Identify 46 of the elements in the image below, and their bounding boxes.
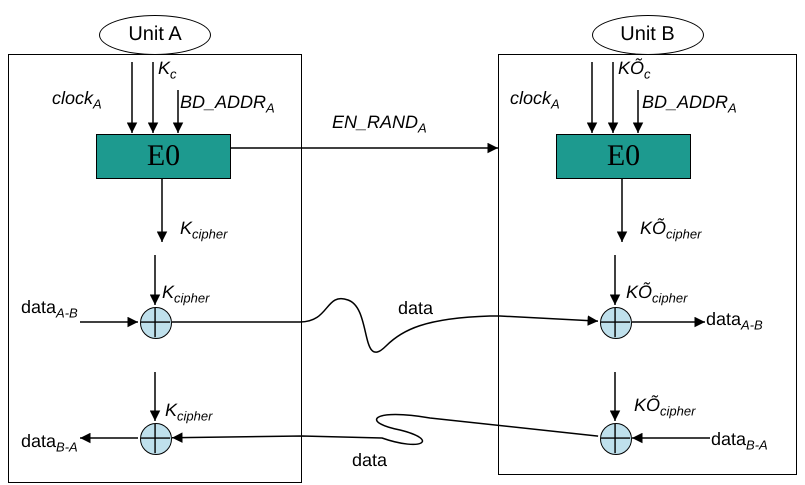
edge-label: K$_{cipher}$ (180, 218, 228, 242)
arrow (172, 298, 598, 353)
xor-symbol (140, 423, 172, 455)
edge-label: K$_{cipher}$ (162, 282, 210, 306)
edge-label: K$_{cipher}$ (165, 400, 212, 424)
arrow (80, 316, 138, 328)
edge-label: data (352, 450, 388, 471)
arrow (616, 178, 628, 242)
edge-label: BD_ADDR$_{A}$ (642, 92, 737, 116)
xor-symbol (600, 423, 632, 455)
cipher-block: E0 (96, 134, 231, 179)
edge-label: data (398, 298, 434, 319)
arrow (632, 90, 644, 133)
unit-title: Unit B (592, 15, 704, 55)
edge-label: EN_RAND$_{A}$ (332, 112, 427, 136)
edge-label: clock$_{A}$ (52, 88, 102, 112)
edge-label: K$_{c}$ (158, 58, 177, 82)
xor-symbol (600, 307, 632, 339)
arrow (172, 414, 598, 445)
arrow (148, 62, 158, 133)
arrow (610, 255, 620, 305)
arrow (586, 62, 598, 133)
edge-label: BD_ADDR$_{A}$ (180, 92, 275, 116)
signal-label: data$_{A-B}$ (706, 309, 792, 335)
signal-label: data$_{B-A}$ (711, 429, 797, 455)
arrow (632, 432, 710, 444)
edge-label: KÕ$_{c}$ (618, 58, 651, 82)
edge-label: KÕ$_{cipher}$ (640, 218, 702, 242)
arrow (172, 90, 184, 133)
arrow (230, 142, 498, 154)
arrow (610, 372, 620, 421)
edge-label: clock$_{A}$ (510, 88, 560, 112)
unit-title: Unit A (99, 15, 211, 55)
arrow (156, 178, 168, 242)
signal-label: data$_{A-B}$ (21, 297, 81, 323)
arrow (150, 255, 160, 305)
cipher-block: E0 (556, 134, 691, 179)
arrow (608, 62, 618, 133)
arrow (80, 432, 138, 444)
edge-label: KÕ$_{cipher}$ (626, 282, 688, 306)
signal-label: data$_{B-A}$ (21, 431, 81, 457)
xor-symbol (140, 307, 172, 339)
arrow (126, 62, 138, 133)
edge-label: KÕ$_{cipher}$ (634, 395, 696, 419)
arrow (150, 372, 160, 421)
arrow (632, 316, 705, 328)
